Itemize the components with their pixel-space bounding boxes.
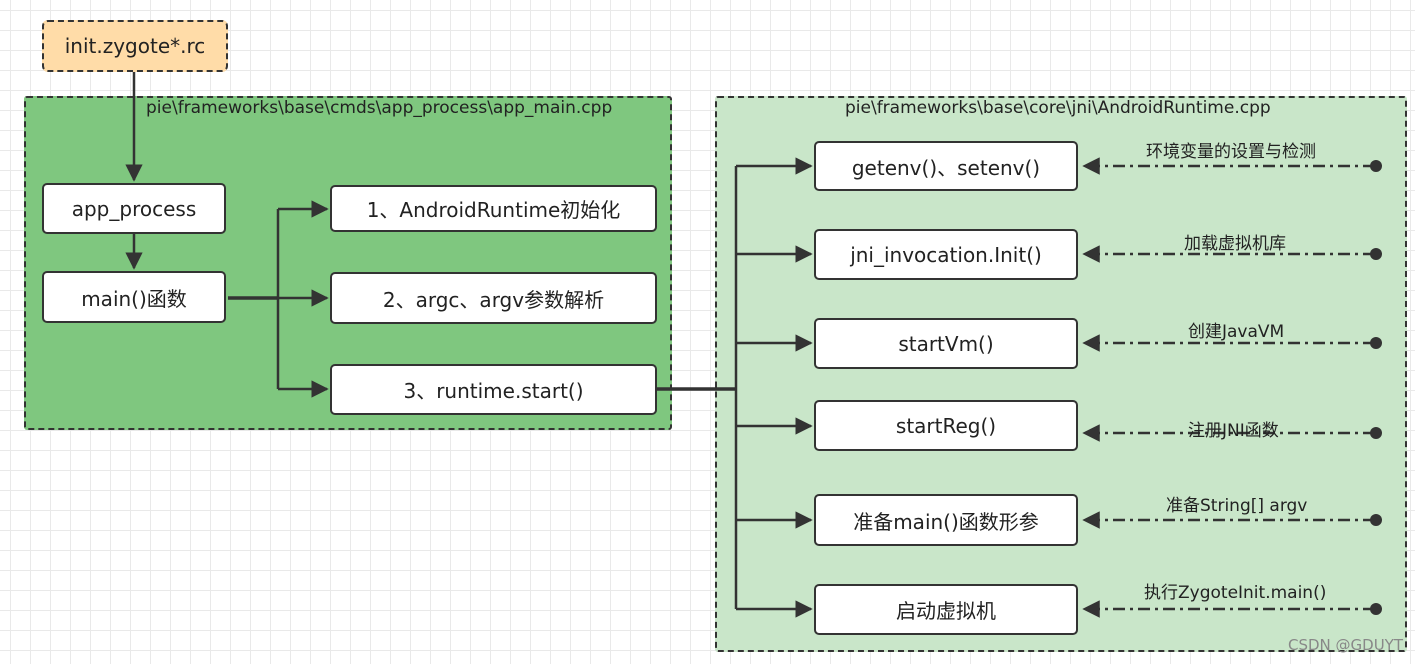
note-dot-startreg <box>1370 427 1382 439</box>
note-prepare-main: 准备String[] argv <box>1166 496 1308 516</box>
node-app-process-label: app_process <box>71 196 197 221</box>
node-start-vm-label: 启动虚拟机 <box>896 599 996 623</box>
node-step-3: 3、runtime.start() <box>330 364 657 415</box>
start-node-init-zygote: init.zygote*.rc <box>42 20 228 72</box>
node-step-2: 2、argc、argv参数解析 <box>330 272 657 324</box>
node-step-1: 1、AndroidRuntime初始化 <box>330 185 657 232</box>
node-startreg-label: startReg() <box>895 413 997 438</box>
node-getenv-label: getenv()、setenv() <box>851 155 1041 180</box>
node-step-1-label: 1、AndroidRuntime初始化 <box>366 198 621 222</box>
android-runtime-group-title: pie\frameworks\base\core\jni\AndroidRunt… <box>845 98 1271 118</box>
node-main-function: main()函数 <box>42 271 226 323</box>
node-jni-invocation: jni_invocation.Init() <box>814 229 1078 280</box>
note-jni-invocation: 加载虚拟机库 <box>1184 234 1286 254</box>
note-dot-jni-invocation <box>1370 248 1382 260</box>
node-step-2-label: 2、argc、argv参数解析 <box>382 287 605 312</box>
note-startreg: 注册JNI函数 <box>1188 421 1279 441</box>
start-node-label: init.zygote*.rc <box>64 34 206 58</box>
node-prepare-main: 准备main()函数形参 <box>814 494 1078 546</box>
node-getenv: getenv()、setenv() <box>814 141 1078 191</box>
node-startvm: startVm() <box>814 318 1078 369</box>
node-start-vm: 启动虚拟机 <box>814 584 1078 635</box>
node-main-function-label: main()函数 <box>81 286 187 311</box>
note-dot-prepare-main <box>1370 514 1382 526</box>
note-startvm: 创建JavaVM <box>1188 322 1285 342</box>
note-dot-getenv <box>1370 160 1382 172</box>
node-startreg: startReg() <box>814 400 1078 451</box>
note-dot-startvm <box>1370 337 1382 349</box>
note-getenv: 环境变量的设置与检测 <box>1146 142 1316 162</box>
note-start-vm: 执行ZygoteInit.main() <box>1144 583 1327 603</box>
app-main-group-title: pie\frameworks\base\cmds\app_process\app… <box>146 98 613 118</box>
node-startvm-label: startVm() <box>898 331 994 356</box>
watermark: CSDN @GDUYT <box>1287 636 1403 654</box>
node-app-process: app_process <box>42 183 226 234</box>
node-prepare-main-label: 准备main()函数形参 <box>853 509 1039 534</box>
node-step-3-label: 3、runtime.start() <box>403 379 584 403</box>
note-dot-start-vm <box>1370 603 1382 615</box>
node-jni-invocation-label: jni_invocation.Init() <box>850 242 1042 267</box>
